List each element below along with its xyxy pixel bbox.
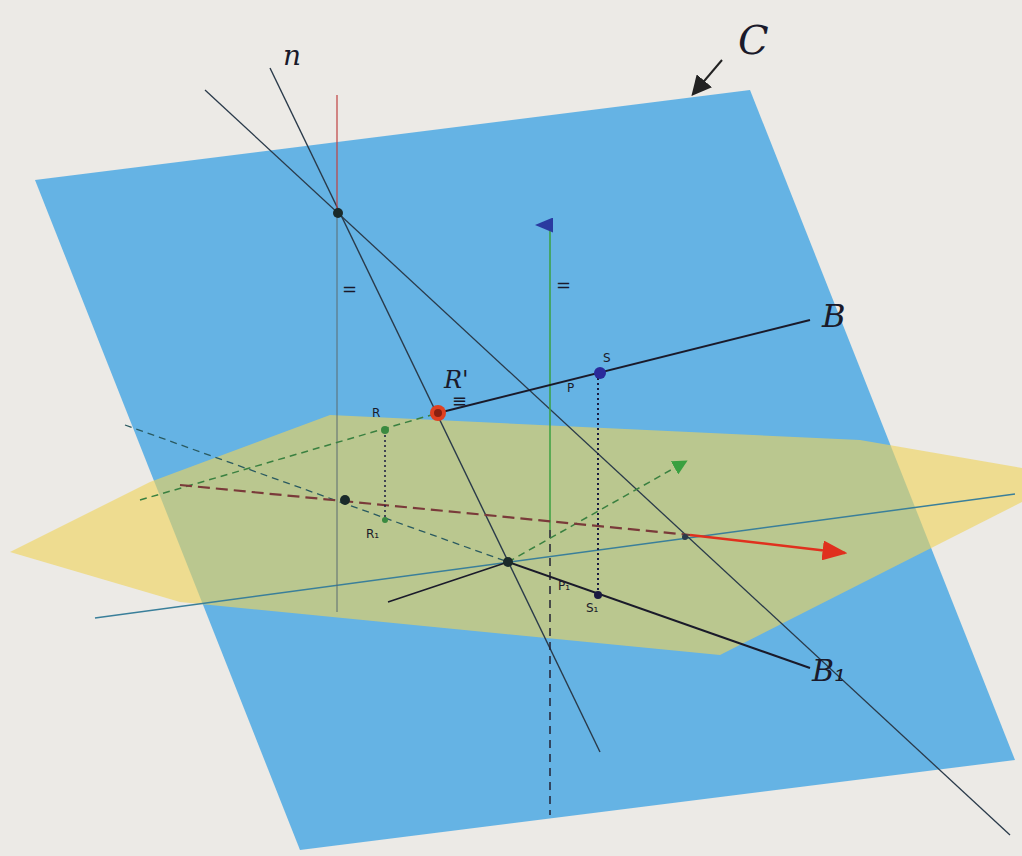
coincidence-mark: ≡: [452, 392, 467, 410]
line-label: B₁: [812, 656, 846, 686]
point-label: R': [444, 368, 469, 392]
point-label: R₁: [366, 528, 379, 540]
plane-label: C: [738, 20, 769, 60]
point-label: P₁: [558, 580, 570, 592]
equal-mark: =: [342, 280, 357, 298]
line-label: B: [822, 300, 846, 332]
point-label: S₁: [586, 602, 598, 614]
point-label: P: [567, 382, 574, 394]
line-label: n: [283, 42, 301, 70]
point-label: R: [372, 407, 380, 419]
point-label: S: [603, 352, 611, 364]
equal-mark: =: [556, 276, 571, 294]
